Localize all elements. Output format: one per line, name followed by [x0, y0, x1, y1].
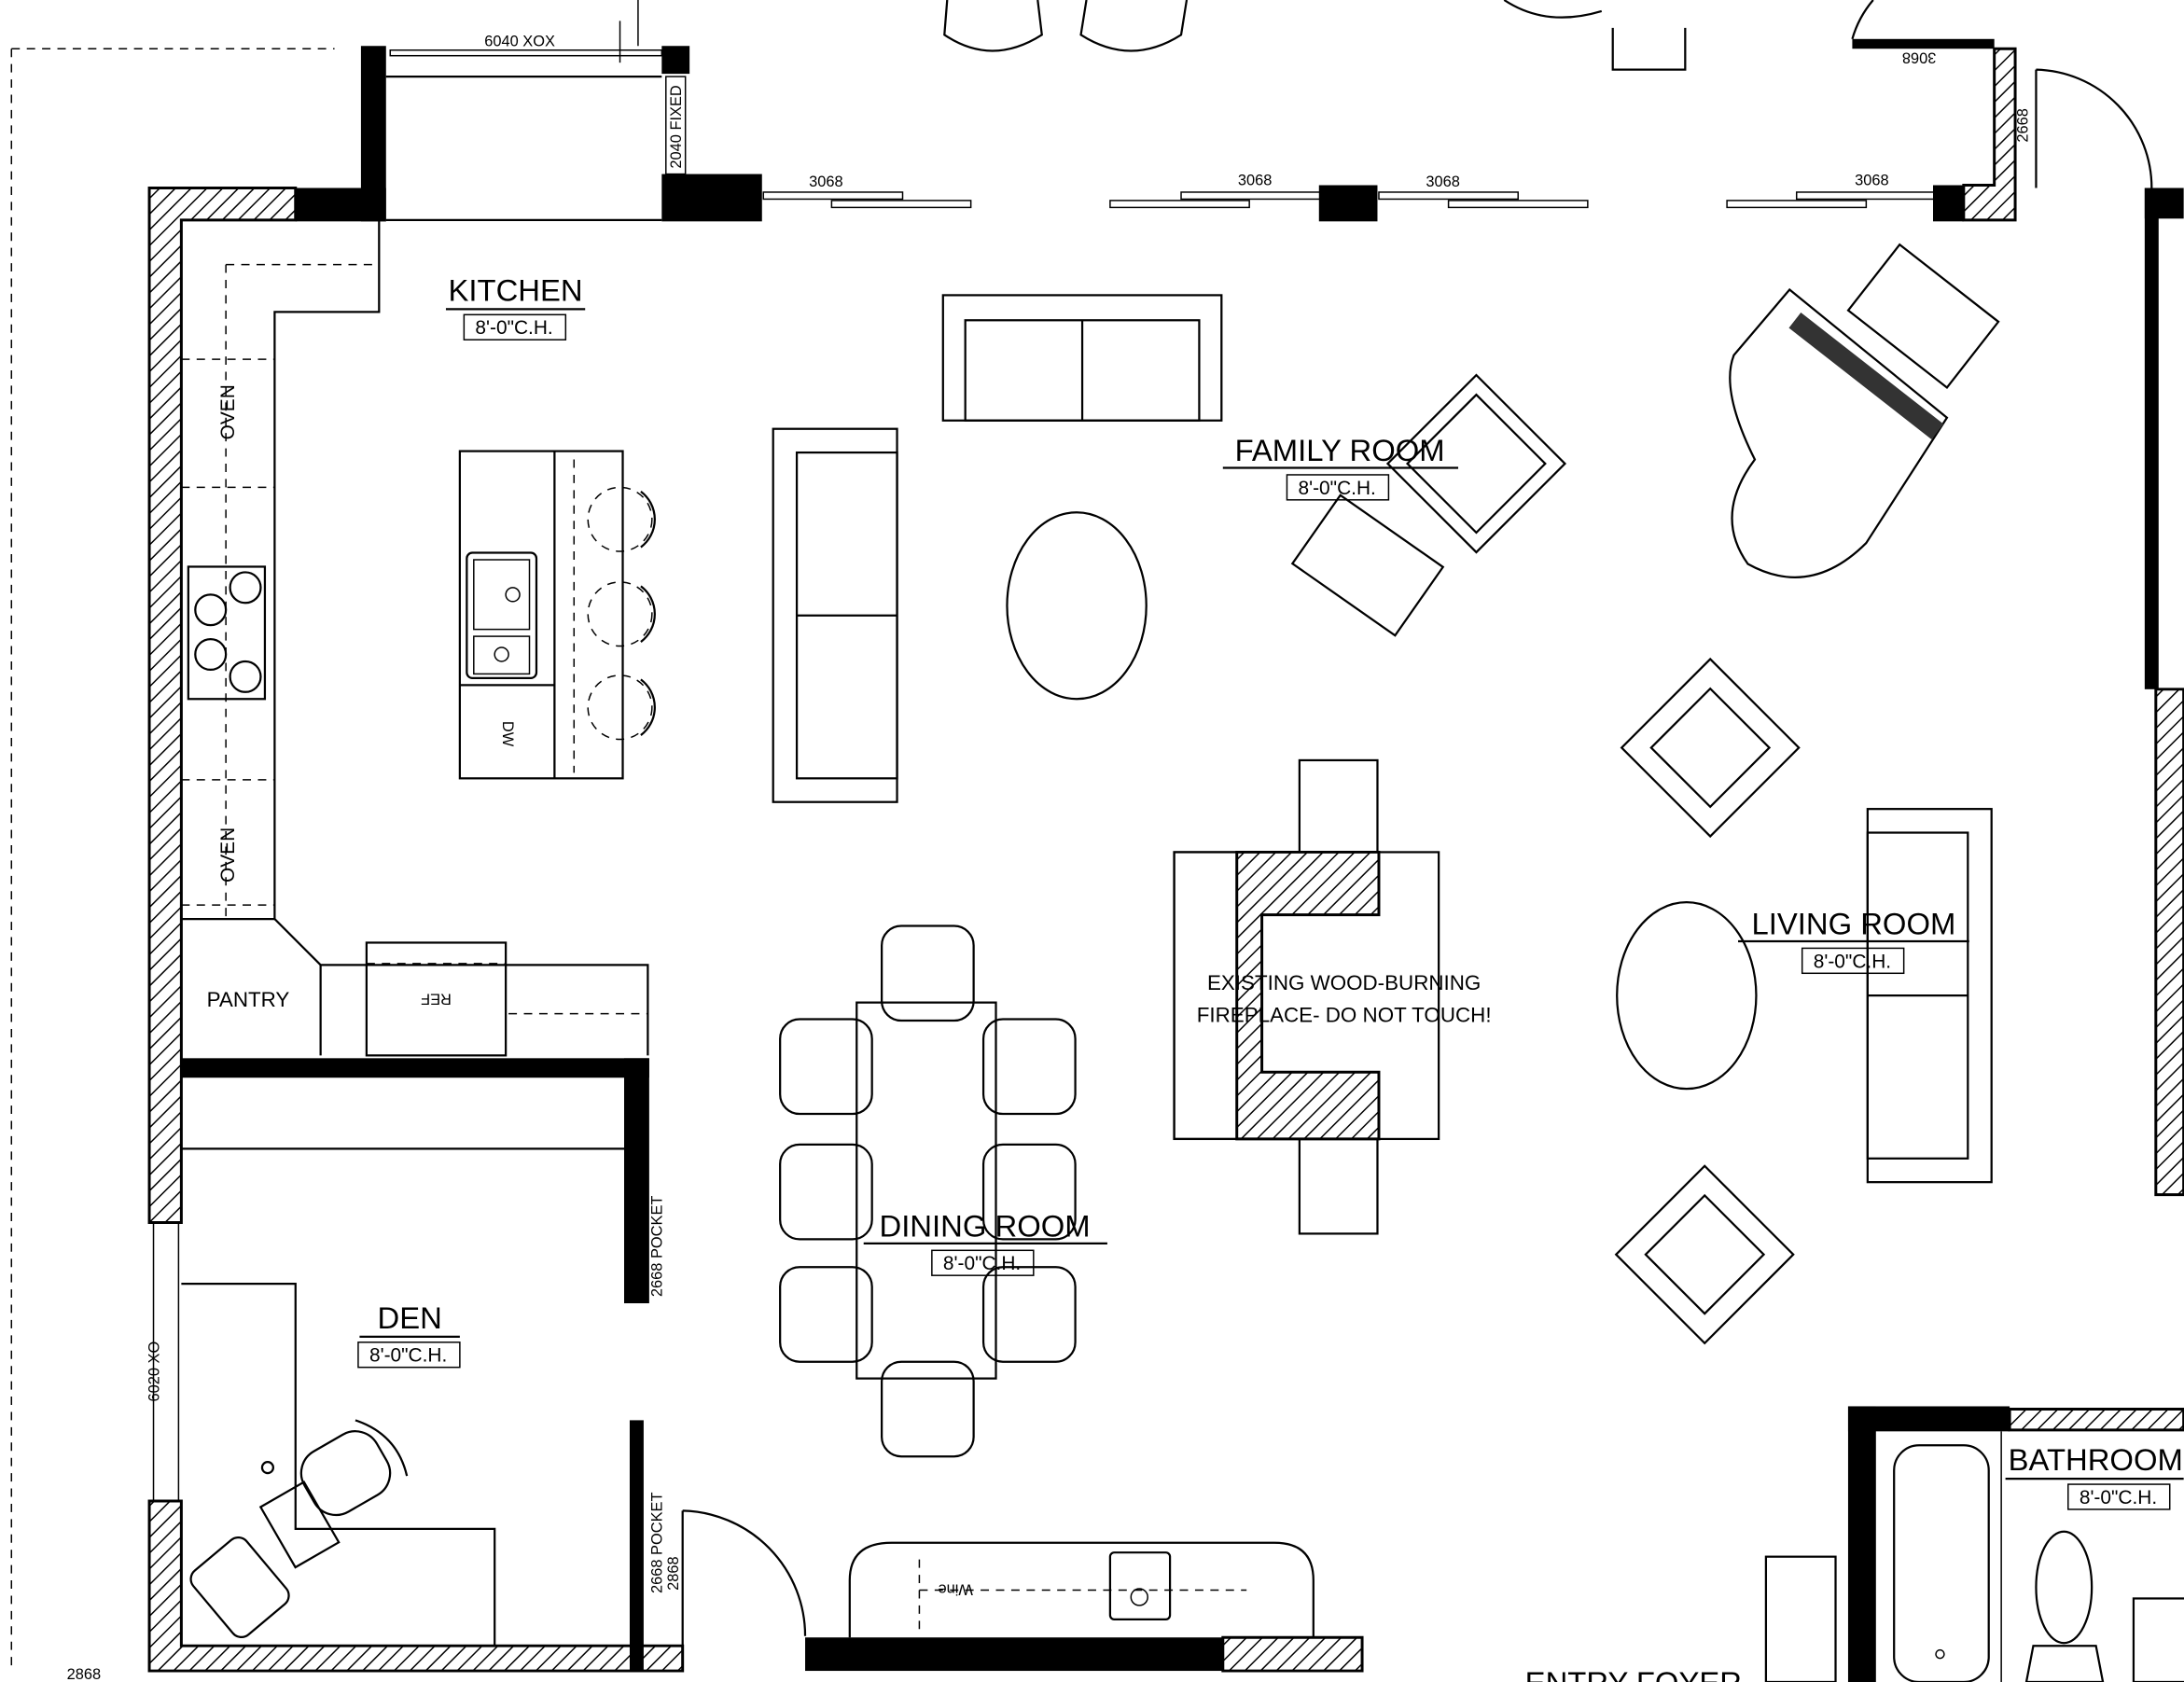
- room-name-dining-room: DINING ROOM: [879, 1208, 1090, 1243]
- door-label: 2868: [665, 1556, 682, 1591]
- door-label: 2668 POCKET: [648, 1492, 665, 1593]
- dining-table: [779, 924, 1077, 1458]
- wine-bar: [848, 1541, 1315, 1638]
- ceiling-height: 8'-0"C.H.: [369, 1345, 447, 1367]
- window-label: 6020 XO: [146, 1341, 162, 1402]
- door-label: 3068: [1902, 49, 1937, 66]
- bathroom-fixtures: [1764, 1444, 2184, 1682]
- fixture-label: OVEN: [217, 827, 239, 883]
- den-furniture: [181, 1147, 625, 1647]
- walls: [147, 38, 2184, 1682]
- labels: 6040 XOX 2040 FIXED 3068 3068 3068 3068 …: [67, 33, 2184, 1682]
- room-name-den: DEN: [377, 1300, 441, 1335]
- fixture-label: PANTRY: [207, 988, 290, 1011]
- room-name-entry-foyer: ENTRY FOYER: [1525, 1665, 1742, 1682]
- door-label: 2668: [2014, 108, 2031, 143]
- fixture-label: REF: [421, 991, 452, 1008]
- door-label: 2668 POCKET: [648, 1196, 665, 1298]
- fixture-label: OVEN: [217, 384, 239, 439]
- bar-stools: [587, 486, 656, 741]
- ceiling-height: 8'-0"C.H.: [943, 1253, 1021, 1274]
- fixture-label: Wine: [939, 1581, 973, 1598]
- ceiling-height: 8'-0"C.H.: [1299, 478, 1376, 499]
- fireplace: [1173, 758, 1440, 1235]
- door-label: 3068: [1238, 173, 1272, 189]
- property-line: [10, 48, 335, 1672]
- ceiling-height: 8'-0"C.H.: [2080, 1487, 2157, 1508]
- door-label: 3068: [809, 174, 842, 190]
- door-label: 3068: [1855, 173, 1889, 189]
- room-name-kitchen: KITCHEN: [449, 272, 583, 307]
- ceiling-height: 8'-0"C.H.: [475, 317, 552, 339]
- family-room-furniture: [772, 0, 2000, 1345]
- door-label: 2868: [67, 1666, 102, 1682]
- room-name-family-room: FAMILY ROOM: [1235, 433, 1445, 467]
- fixture-label: DW: [499, 721, 516, 747]
- fireplace-note: EXISTING WOOD-BURNING: [1207, 971, 1481, 994]
- fireplace-note: FIREPLACE- DO NOT TOUCH!: [1197, 1004, 1492, 1027]
- windows: [152, 0, 2153, 1672]
- window-label: 6040 XOX: [484, 33, 555, 49]
- window-label: 2040 FIXED: [668, 85, 685, 169]
- door-label: 3068: [1426, 174, 1460, 190]
- room-name-bathroom: BATHROOM: [2009, 1442, 2183, 1477]
- ceiling-height: 8'-0"C.H.: [1814, 951, 1891, 972]
- kitchen-cabinets: [181, 218, 656, 1057]
- room-name-living-room: LIVING ROOM: [1751, 907, 1955, 941]
